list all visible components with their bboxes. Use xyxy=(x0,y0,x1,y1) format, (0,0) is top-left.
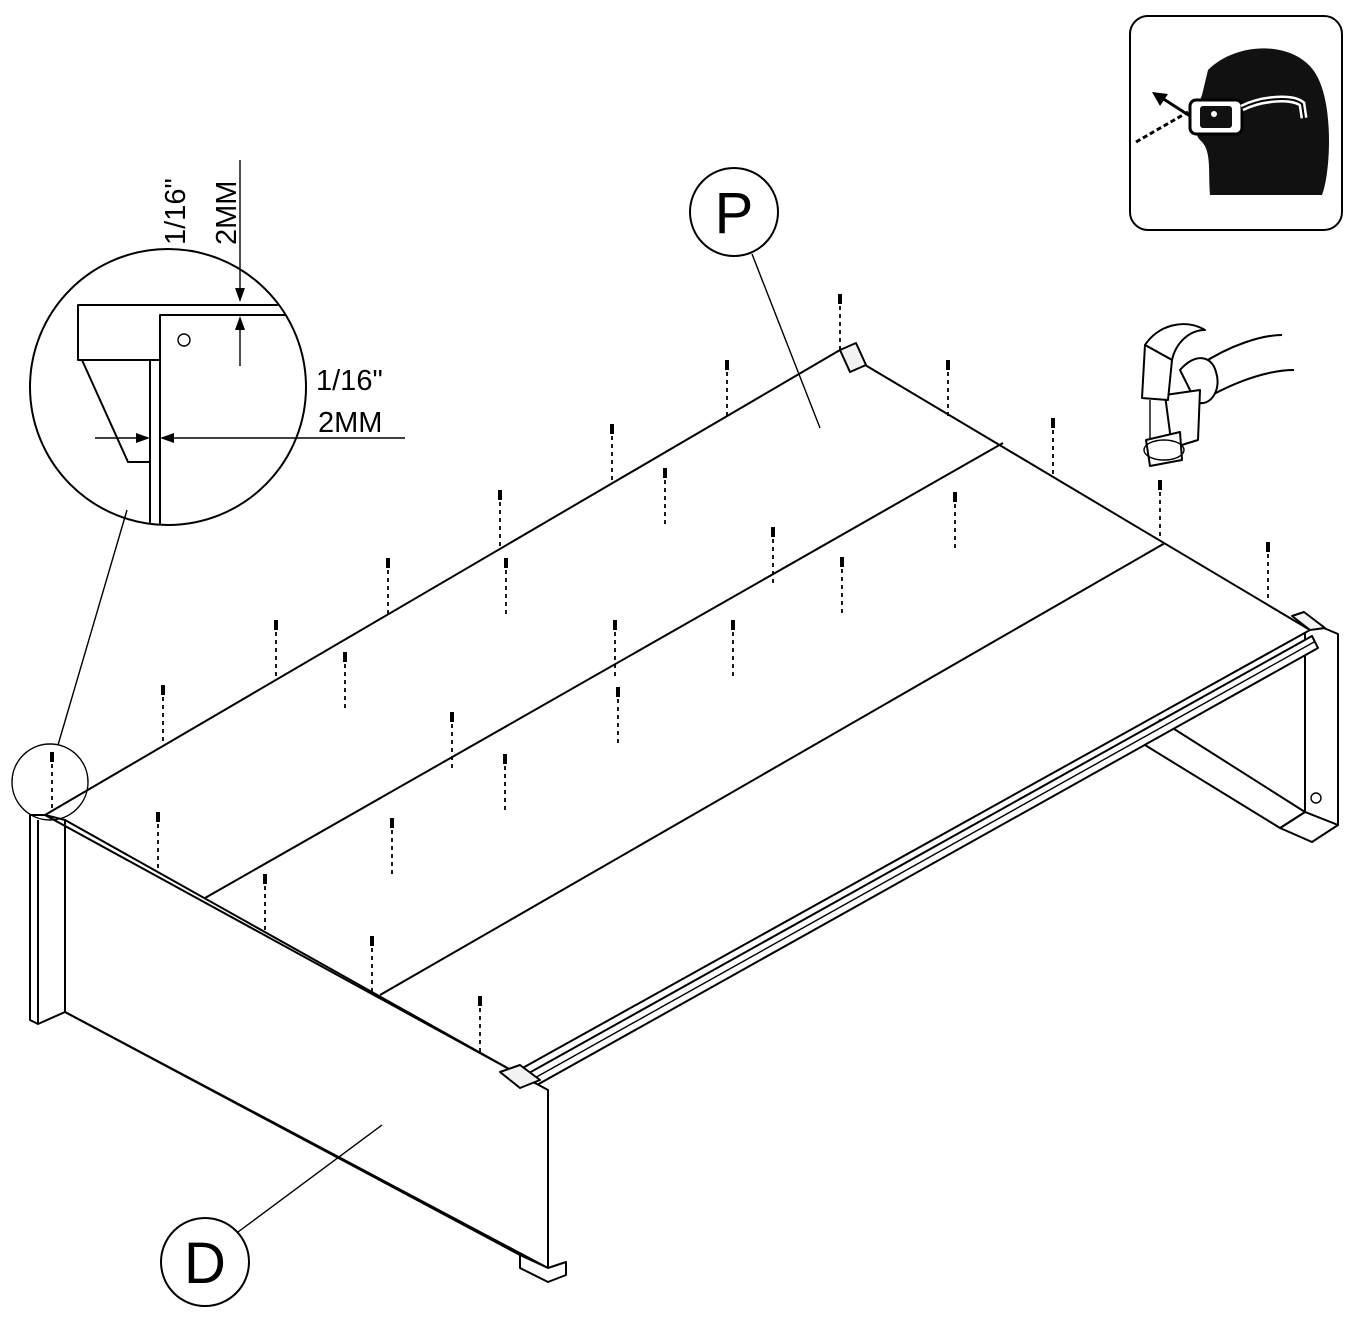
nail xyxy=(1266,542,1270,600)
label-p-callout: P xyxy=(689,167,821,429)
nail xyxy=(503,754,507,812)
nail xyxy=(616,687,620,745)
nail xyxy=(840,557,844,615)
nail xyxy=(1158,480,1162,538)
side-panel-d xyxy=(29,814,567,1283)
nail xyxy=(838,294,842,352)
nail xyxy=(161,685,165,743)
safety-goggles-icon xyxy=(1129,15,1343,231)
vertical-gap-fraction: 1/16" xyxy=(160,178,192,245)
nail xyxy=(370,936,374,994)
nail xyxy=(613,620,617,678)
nail xyxy=(663,468,667,526)
label-d-callout: D xyxy=(160,1124,383,1307)
nail xyxy=(50,752,54,810)
nail xyxy=(771,527,775,585)
label-d: D xyxy=(184,1231,226,1296)
nail xyxy=(274,620,278,678)
nail xyxy=(504,558,508,616)
nail xyxy=(156,812,160,870)
back-side-panel xyxy=(1139,619,1339,843)
nail xyxy=(390,818,394,876)
corner-detail-callout: 1/16" 2MM 1/16" 2MM xyxy=(11,160,405,821)
vertical-gap-metric: 2MM xyxy=(211,181,243,245)
nail xyxy=(450,712,454,770)
nail xyxy=(386,558,390,616)
horizontal-gap-fraction: 1/16" xyxy=(316,365,383,397)
label-p: P xyxy=(715,181,754,246)
nail xyxy=(1051,418,1055,476)
nail xyxy=(731,620,735,678)
nail xyxy=(263,874,267,932)
nail xyxy=(498,490,502,548)
nail-markers xyxy=(50,294,1270,1054)
nail xyxy=(725,360,729,418)
nail xyxy=(953,492,957,550)
nail xyxy=(946,360,950,418)
hammer-icon xyxy=(1141,323,1295,467)
nail xyxy=(343,652,347,710)
nail xyxy=(610,424,614,482)
nail xyxy=(478,996,482,1054)
horizontal-gap-metric: 2MM xyxy=(318,407,382,439)
